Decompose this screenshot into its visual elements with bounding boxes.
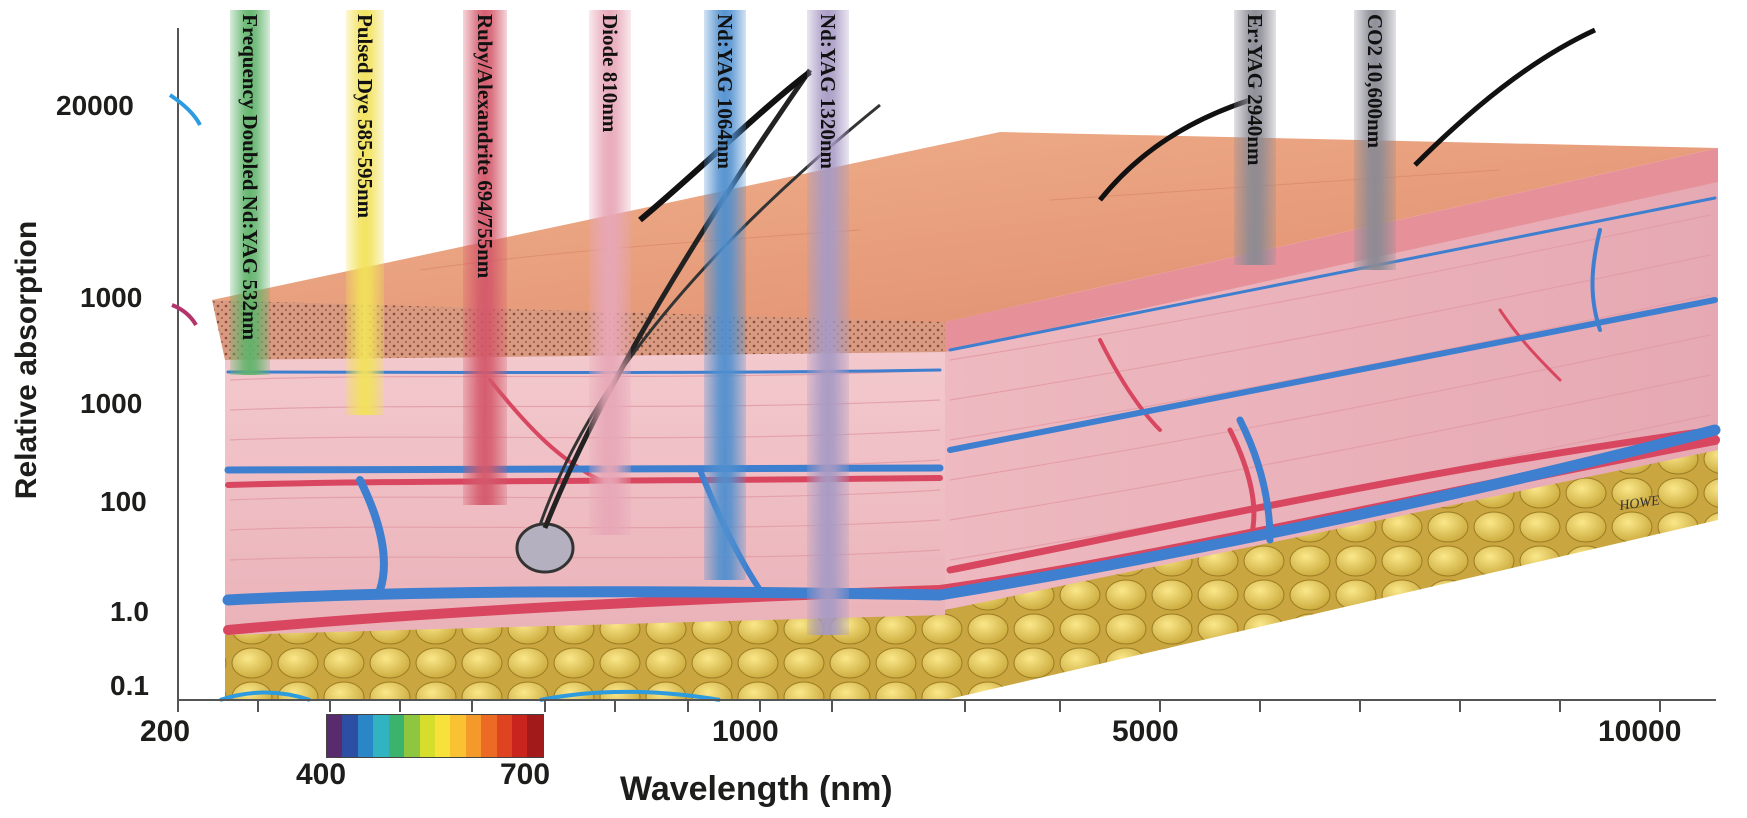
spectrum-tick-label: 700 <box>500 758 550 792</box>
curve-fragment <box>172 305 196 325</box>
x-tick-label: 10000 <box>1598 715 1681 749</box>
x-tick-label: 200 <box>140 715 190 749</box>
curve-fragment <box>170 95 200 125</box>
y-tick-label: 1000 <box>80 388 142 420</box>
x-axis-title: Wavelength (nm) <box>620 770 893 809</box>
laser-label: Er:YAG 2940nm <box>1244 14 1265 165</box>
x-tick-label: 5000 <box>1112 715 1179 749</box>
y-tick-label: 1.0 <box>110 596 149 628</box>
y-tick-label: 20000 <box>56 90 134 122</box>
laser-label: Diode 810nm <box>599 14 620 132</box>
laser-label: Nd:YAG 1320nm <box>817 14 838 169</box>
laser-label: Ruby/Alexandrite 694/755nm <box>474 14 495 278</box>
y-tick-label: 0.1 <box>110 670 149 702</box>
y-tick-label: 1000 <box>80 282 142 314</box>
y-axis-title: Relative absorption <box>0 160 54 560</box>
x-axis-ticks <box>178 700 1660 712</box>
x-tick-label: 1000 <box>712 715 779 749</box>
y-tick-label: 100 <box>100 486 147 518</box>
hair-bulb <box>517 524 573 572</box>
laser-label: Frequency Doubled Nd:YAG 532nm <box>239 14 260 340</box>
laser-label: Nd:YAG 1064nm <box>714 14 735 169</box>
laser-label: Pulsed Dye 585-595nm <box>354 14 375 218</box>
visible-spectrum-bar <box>326 714 544 758</box>
laser-label: CO2 10,600nm <box>1364 14 1385 148</box>
spectrum-tick-label: 400 <box>296 758 346 792</box>
